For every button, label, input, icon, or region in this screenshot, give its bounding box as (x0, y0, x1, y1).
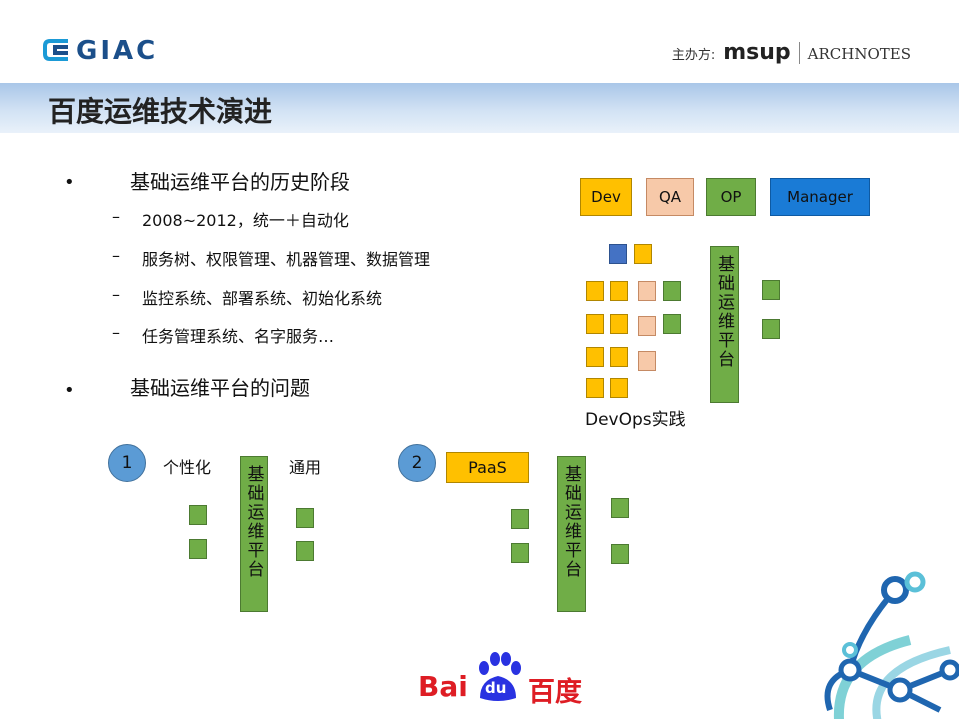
paas-box: PaaS (446, 452, 529, 483)
msup-logo: msup (723, 40, 791, 65)
service-block (189, 505, 207, 525)
giac-logo-icon (43, 39, 68, 61)
service-block (296, 508, 314, 528)
role-op: OP (706, 178, 756, 216)
baidu-paw-text: du (485, 679, 507, 697)
divider (798, 42, 800, 64)
platform-bar: 基础运维平台 (557, 456, 586, 612)
devops-caption: DevOps实践 (585, 410, 686, 430)
qa-block (638, 316, 656, 336)
dev-block (586, 347, 604, 367)
sponsor-area: 主办方: msup ARCHNOTES (672, 40, 911, 65)
header (0, 0, 959, 83)
list-item: 2008~2012，统一＋自动化 (142, 211, 349, 230)
bullet-glyph: • (64, 380, 75, 401)
baidu-paw-icon (479, 652, 521, 701)
bullet-glyph: • (64, 172, 75, 193)
dash-glyph: – (112, 246, 120, 265)
list-item: 服务树、权限管理、机器管理、数据管理 (142, 250, 431, 269)
service-block (511, 543, 529, 563)
dev-block (586, 281, 604, 301)
archnotes-logo: ARCHNOTES (807, 45, 911, 63)
dev-block (610, 314, 628, 334)
service-block (296, 541, 314, 561)
baidu-text: Bai (418, 670, 468, 703)
service-block (189, 539, 207, 559)
op-block (762, 280, 780, 300)
qa-block (638, 281, 656, 301)
role-dev: Dev (580, 178, 632, 216)
role-manager: Manager (770, 178, 870, 216)
service-block (611, 498, 629, 518)
role-qa: QA (646, 178, 694, 216)
number-badge: 2 (398, 444, 436, 482)
qa-block (638, 351, 656, 371)
op-block (663, 314, 681, 334)
general-label: 通用 (289, 458, 322, 477)
dev-block (586, 314, 604, 334)
baidu-cn-text: 百度 (528, 677, 582, 708)
dev-block (610, 281, 628, 301)
personalized-label: 个性化 (163, 458, 212, 477)
dash-glyph: – (112, 323, 120, 342)
section1-heading: 基础运维平台的历史阶段 (130, 170, 350, 194)
page-title: 百度运维技术演进 (48, 95, 273, 128)
service-block (611, 544, 629, 564)
list-item: 任务管理系统、名字服务… (142, 327, 335, 346)
platform-bar: 基础运维平台 (240, 456, 268, 612)
baidu-logo: Bai du 百度 (418, 652, 588, 708)
dev-block (610, 378, 628, 398)
list-item: 监控系统、部署系统、初始化系统 (142, 289, 383, 308)
dash-glyph: – (112, 207, 120, 226)
logo-text: GIAC (76, 36, 159, 66)
dev-block (610, 347, 628, 367)
section2-heading: 基础运维平台的问题 (130, 376, 310, 400)
platform-bar: 基础运维平台 (710, 246, 739, 403)
dash-glyph: – (112, 285, 120, 304)
title-bar (0, 83, 959, 133)
dev-block (634, 244, 652, 264)
service-block (511, 509, 529, 529)
decorative-network-icon (824, 571, 959, 719)
manager-block (609, 244, 627, 264)
giac-logo: GIAC (42, 36, 158, 66)
op-block (663, 281, 681, 301)
dev-block (586, 378, 604, 398)
sponsor-label: 主办方: (671, 48, 716, 63)
op-block (762, 319, 780, 339)
number-badge: 1 (108, 444, 146, 482)
